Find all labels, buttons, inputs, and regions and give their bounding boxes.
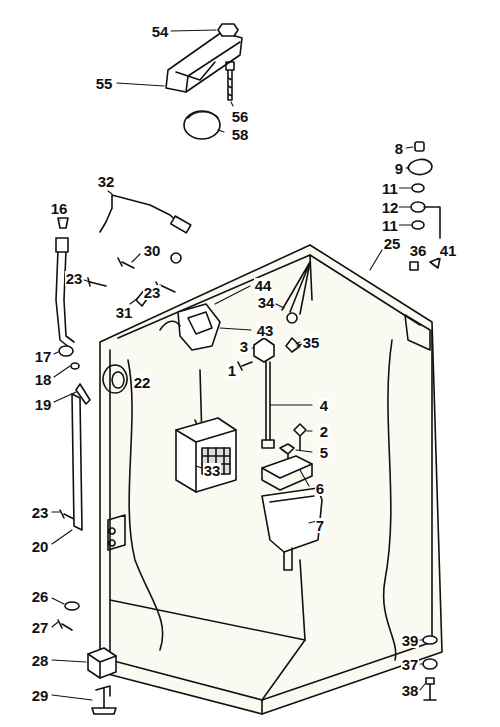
callout-number: 37 (401, 657, 420, 672)
callout-number: 16 (50, 201, 69, 216)
callout-number: 17 (34, 349, 53, 364)
callout-number: 4 (319, 398, 329, 413)
callout-number: 23 (143, 285, 162, 300)
switch-mount-hardware (408, 142, 440, 238)
callout-number: 6 (315, 481, 325, 496)
callout-number: 9 (394, 161, 404, 176)
callout-number: 36 (409, 243, 428, 258)
leader-lines (52, 30, 425, 700)
callout-number: 22 (133, 375, 152, 390)
callout-number: 31 (115, 305, 134, 320)
callout-number: 3 (239, 339, 249, 354)
leveling-feet (58, 602, 437, 714)
callout-number: 5 (319, 445, 329, 460)
callout-number: 28 (31, 653, 50, 668)
callout-number: 23 (65, 271, 84, 286)
callout-number: 41 (439, 243, 458, 258)
callout-number: 1 (227, 363, 237, 378)
fill-hose (56, 218, 90, 404)
callout-number: 38 (401, 683, 420, 698)
callout-number: 32 (97, 174, 116, 189)
callout-number: 12 (381, 200, 400, 215)
callout-number: 27 (31, 620, 50, 635)
callout-number: 39 (401, 633, 420, 648)
callout-number: 58 (231, 127, 250, 142)
pump-mount (262, 424, 322, 570)
callout-number: 44 (254, 278, 273, 293)
callout-number: 55 (95, 76, 114, 91)
callout-number: 20 (31, 539, 50, 554)
cabinet (100, 245, 442, 714)
wire-harness (282, 258, 440, 352)
callout-number: 11 (381, 181, 399, 196)
callout-number: 2 (319, 424, 329, 439)
callout-number: 29 (31, 688, 50, 703)
callout-number: 8 (394, 141, 404, 156)
callout-number: 23 (31, 505, 50, 520)
power-cord (100, 195, 191, 263)
callout-number: 19 (34, 397, 53, 412)
callout-number: 25 (383, 236, 402, 251)
callout-number: 11 (381, 218, 399, 233)
callout-number: 35 (302, 335, 321, 350)
side-strap (72, 394, 82, 530)
callout-number: 56 (231, 109, 250, 124)
callout-number: 34 (257, 295, 276, 310)
callout-number: 18 (34, 372, 53, 387)
timer-switch (160, 304, 220, 350)
callout-number: 33 (203, 463, 222, 478)
callout-number: 30 (143, 243, 162, 258)
callout-number: 7 (315, 518, 325, 533)
callout-number: 26 (31, 589, 50, 604)
callout-number: 43 (256, 323, 275, 338)
callout-number: 54 (151, 24, 170, 39)
pressure-switch (238, 338, 274, 448)
control-module (176, 418, 236, 492)
